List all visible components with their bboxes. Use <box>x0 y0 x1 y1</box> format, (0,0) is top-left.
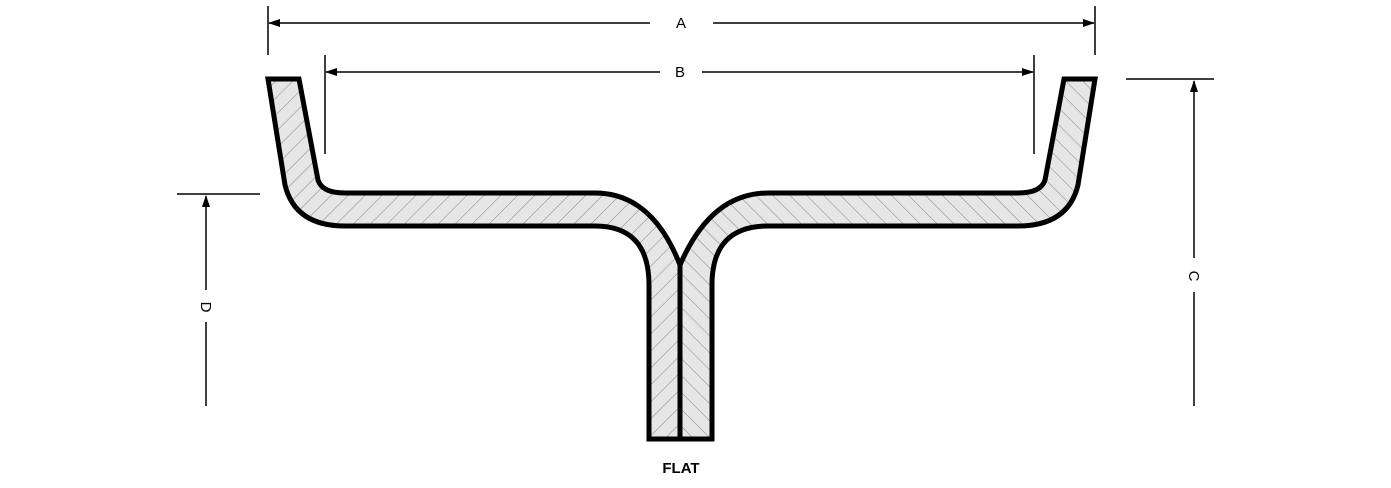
dimension-d-label: D <box>197 302 214 313</box>
dimension-b: B <box>324 55 1035 154</box>
dimension-c-label: C <box>1185 271 1202 282</box>
right-bent-plate <box>677 76 1098 442</box>
dimension-c: C <box>1126 78 1214 406</box>
dimension-b-label: B <box>675 64 685 81</box>
dimension-a-label: A <box>676 15 686 32</box>
left-bent-plate <box>265 76 683 442</box>
flat-label: FLAT <box>662 460 699 477</box>
dimension-d: D <box>177 193 260 406</box>
dimension-a: A <box>267 6 1096 55</box>
